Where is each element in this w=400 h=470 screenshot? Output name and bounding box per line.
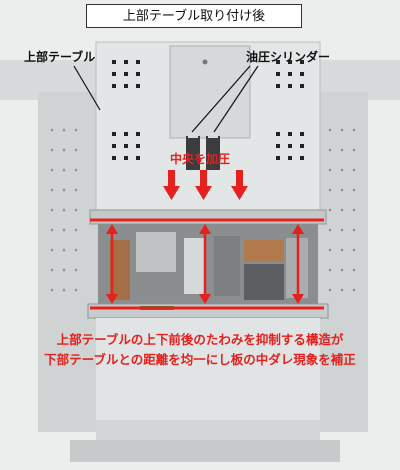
caption-line-1: 上部テーブルの上下前後のたわみを抑制する構造が bbox=[56, 332, 344, 347]
distance-arrow-right-top bbox=[292, 224, 304, 234]
mechanism-center-left bbox=[136, 232, 176, 272]
caption-line-2: 下部テーブルとの距離を均一にし板の中ダレ現象を補正 bbox=[44, 352, 356, 367]
distance-arrow-right-bottom bbox=[292, 294, 304, 304]
distance-arrow-left-bottom bbox=[106, 294, 118, 304]
arrow-shaft-2 bbox=[200, 170, 207, 188]
lower-table-beam bbox=[87, 303, 329, 319]
arrow-shaft-1 bbox=[168, 170, 175, 188]
mechanism-center bbox=[184, 238, 206, 294]
distance-arrow-left-top bbox=[106, 224, 118, 234]
upper-table-label: 上部テーブル bbox=[24, 50, 96, 64]
hydraulic-cylinder-label: 油圧シリンダー bbox=[246, 50, 331, 64]
cylinder-rod-right bbox=[206, 136, 220, 170]
cylinder-leader-2 bbox=[213, 65, 259, 133]
distance-arrows bbox=[106, 224, 304, 304]
cylinder-housing bbox=[169, 45, 251, 139]
upper-table-beam bbox=[89, 209, 327, 225]
mechanism-left bbox=[110, 240, 130, 300]
rod-cap-left bbox=[188, 132, 198, 138]
mechanism-center-right bbox=[214, 236, 240, 296]
cylinder-leader-1 bbox=[191, 65, 251, 133]
left-side-frame bbox=[38, 92, 98, 432]
mechanism-right bbox=[244, 240, 284, 262]
title-box: 上部テーブル取り付け後 bbox=[86, 4, 302, 28]
arrow-head-2 bbox=[195, 186, 212, 200]
right-side-frame bbox=[318, 92, 368, 432]
housing-bolt bbox=[202, 59, 208, 65]
upper-table-leader bbox=[73, 65, 101, 111]
upper-table-bolts bbox=[112, 60, 304, 160]
distance-arrow-center-bottom bbox=[199, 294, 211, 304]
arrow-shaft-3 bbox=[236, 170, 243, 188]
arrow-head-1 bbox=[163, 186, 180, 200]
arrow-head-3 bbox=[231, 186, 248, 200]
distance-arrow-center-top bbox=[199, 224, 211, 234]
mechanism-right-lower bbox=[244, 264, 284, 300]
pressure-arrows bbox=[163, 170, 248, 200]
rod-cap-right bbox=[208, 132, 218, 138]
cylinder-rod-left bbox=[186, 136, 200, 170]
floor-base bbox=[70, 440, 340, 462]
side-perforations bbox=[50, 128, 356, 292]
center-press-label: 中央を加圧 bbox=[170, 152, 231, 166]
